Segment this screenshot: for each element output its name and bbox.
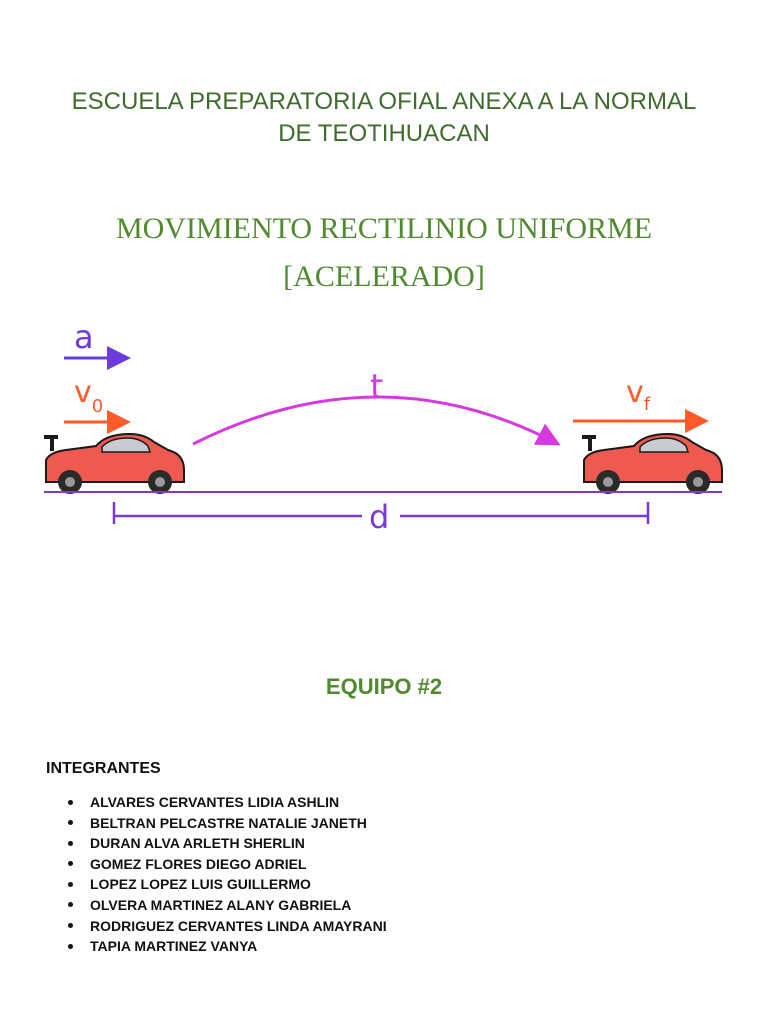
race-car-icon: [582, 432, 723, 494]
document-title: MOVIMIENTO RECTILINIO UNIFORME [ACELERAD…: [0, 205, 768, 301]
team-label: EQUIPO #2: [325, 674, 443, 699]
bullet-icon: [68, 799, 73, 805]
bullet-icon: [68, 881, 73, 887]
uniform-acceleration-diagram: a v0 t vf d: [44, 318, 723, 536]
final-velocity-subscript: f: [644, 394, 651, 415]
member-item: GOMEZ FLORES DIEGO ADRIEL: [46, 854, 387, 875]
bullet-icon: [68, 943, 73, 949]
member-item: TAPIA MARTINEZ VANYA: [46, 936, 387, 957]
distance-label: d: [369, 498, 389, 536]
school-name-line-2: DE TEOTIHUACAN: [278, 120, 490, 147]
initial-velocity-label: v0: [74, 375, 103, 417]
members-heading: INTEGRANTES: [46, 760, 161, 777]
member-item: RODRIGUEZ CERVANTES LINDA AMAYRANI: [46, 916, 387, 937]
school-name: ESCUELA PREPARATORIA OFIAL ANEXA A LA NO…: [0, 86, 768, 150]
time-label: t: [370, 367, 383, 407]
member-item: ALVARES CERVANTES LIDIA ASHLIN: [46, 792, 387, 813]
final-velocity-label: vf: [626, 375, 651, 415]
bullet-icon: [68, 902, 73, 908]
bullet-icon: [68, 923, 73, 929]
document-title-line-1: MOVIMIENTO RECTILINIO UNIFORME: [115, 212, 653, 245]
initial-velocity-subscript: 0: [92, 396, 103, 417]
race-car-icon: [44, 432, 185, 494]
time-arc-arrow: [192, 395, 561, 446]
school-name-line-1: ESCUELA PREPARATORIA OFIAL ANEXA A LA NO…: [71, 88, 697, 115]
members-list: ALVARES CERVANTES LIDIA ASHLIN BELTRAN P…: [46, 792, 387, 957]
bullet-icon: [68, 840, 73, 846]
document-title-line-2: [ACELERADO]: [283, 260, 485, 293]
bullet-icon: [68, 820, 73, 826]
bullet-icon: [68, 861, 73, 867]
member-item: LOPEZ LOPEZ LUIS GUILLERMO: [46, 874, 387, 895]
member-item: OLVERA MARTINEZ ALANY GABRIELA: [46, 895, 387, 916]
acceleration-label: a: [74, 318, 94, 356]
member-item: DURAN ALVA ARLETH SHERLIN: [46, 833, 387, 854]
member-item: BELTRAN PELCASTRE NATALIE JANETH: [46, 813, 387, 834]
